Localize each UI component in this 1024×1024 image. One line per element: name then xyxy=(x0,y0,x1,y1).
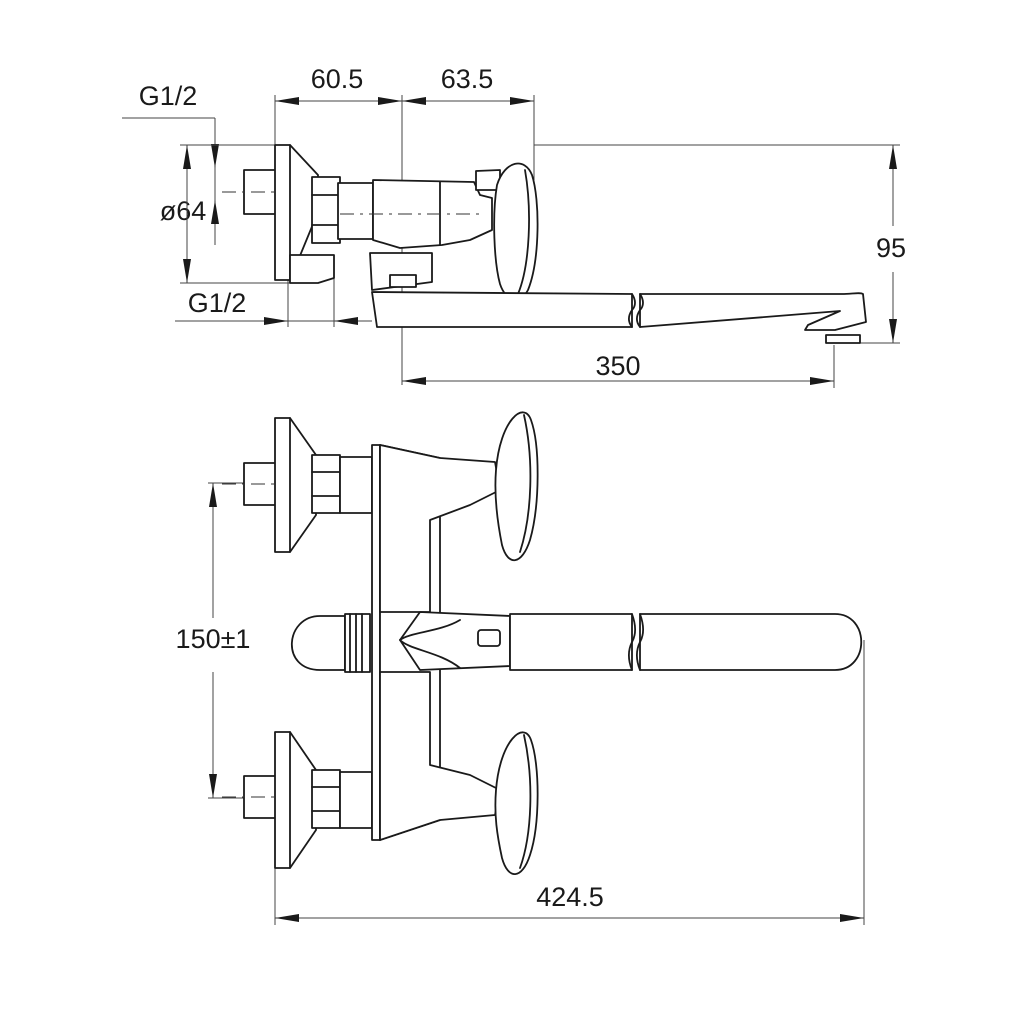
dim-diameter-64: ø64 xyxy=(160,196,207,226)
dim-reach-350: 350 xyxy=(595,351,640,381)
faucet-side-view xyxy=(222,144,867,344)
faucet-top-view xyxy=(222,411,863,876)
dim-length-424-5: 424.5 xyxy=(536,882,604,912)
dim-height-95: 95 xyxy=(876,233,906,263)
dim-g12-bottom: G1/2 xyxy=(188,288,247,318)
dimension-lines-top xyxy=(122,95,900,388)
dim-spacing-150: 150±1 xyxy=(176,624,251,654)
dimension-lines-bottom xyxy=(208,482,865,925)
dim-63-5: 63.5 xyxy=(441,64,494,94)
dim-g12-top: G1/2 xyxy=(139,81,198,111)
dim-60-5: 60.5 xyxy=(311,64,364,94)
